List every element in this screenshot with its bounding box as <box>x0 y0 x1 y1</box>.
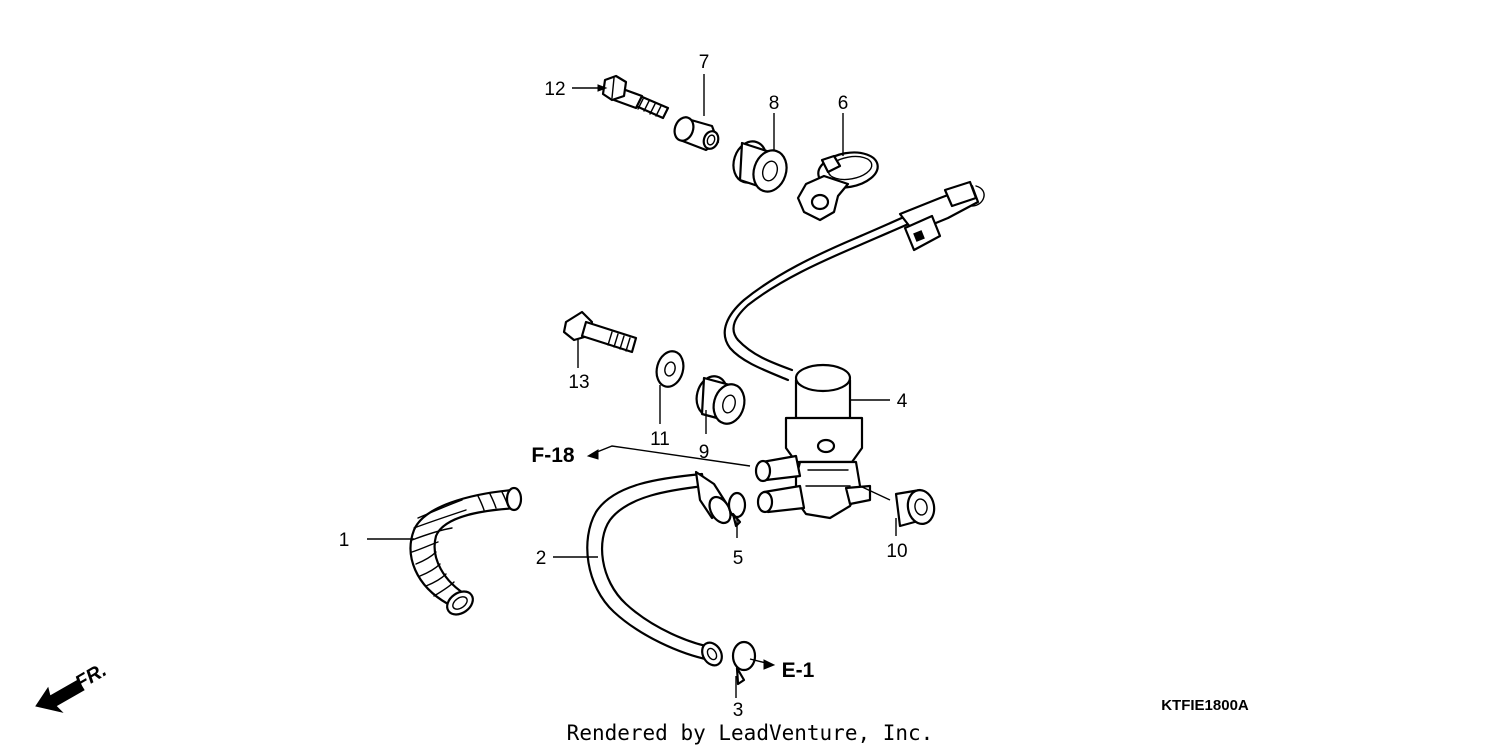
leader-lines <box>367 74 897 698</box>
front-arrow-icon <box>35 679 85 713</box>
part-4-solenoid-valve[interactable] <box>754 363 872 520</box>
callout-12[interactable]: 12 <box>544 79 565 100</box>
part-6-clamp[interactable] <box>796 148 880 222</box>
callout-8[interactable]: 8 <box>769 93 780 114</box>
part-13-bolt[interactable] <box>562 310 638 354</box>
part-9-grommet[interactable] <box>692 373 748 427</box>
rendered-by-credit: Rendered by LeadVenture, Inc. <box>567 721 934 745</box>
callouts: 1 2 3 4 5 6 7 8 9 10 11 12 13 <box>339 52 908 721</box>
part-7-collar[interactable] <box>671 115 720 152</box>
part-12-bolt[interactable] <box>601 74 670 120</box>
part-11-washer[interactable] <box>653 348 687 390</box>
part-2-hose[interactable] <box>586 470 735 669</box>
part-8-grommet[interactable] <box>728 137 791 196</box>
callout-1[interactable]: 1 <box>339 530 350 551</box>
callout-11[interactable]: 11 <box>650 429 670 450</box>
callout-13[interactable]: 13 <box>568 372 589 393</box>
callout-9[interactable]: 9 <box>699 442 710 463</box>
callout-10[interactable]: 10 <box>886 541 907 562</box>
part-4-wire-harness[interactable] <box>723 180 985 382</box>
reference-f18[interactable]: F-18 <box>531 444 575 467</box>
part-1-corrugated-tube[interactable] <box>409 486 523 619</box>
part-10-cap[interactable] <box>894 488 937 528</box>
callout-2[interactable]: 2 <box>536 548 547 569</box>
callout-7[interactable]: 7 <box>699 52 710 73</box>
part-3-clip[interactable] <box>731 640 757 686</box>
front-direction-indicator: FR. <box>35 659 110 713</box>
diagram-code: KTFIE1800A <box>1161 697 1249 714</box>
callout-6[interactable]: 6 <box>838 93 849 114</box>
callout-4[interactable]: 4 <box>897 391 908 412</box>
callout-5[interactable]: 5 <box>733 548 744 569</box>
callout-3[interactable]: 3 <box>733 700 744 721</box>
reference-e1[interactable]: E-1 <box>782 659 815 682</box>
